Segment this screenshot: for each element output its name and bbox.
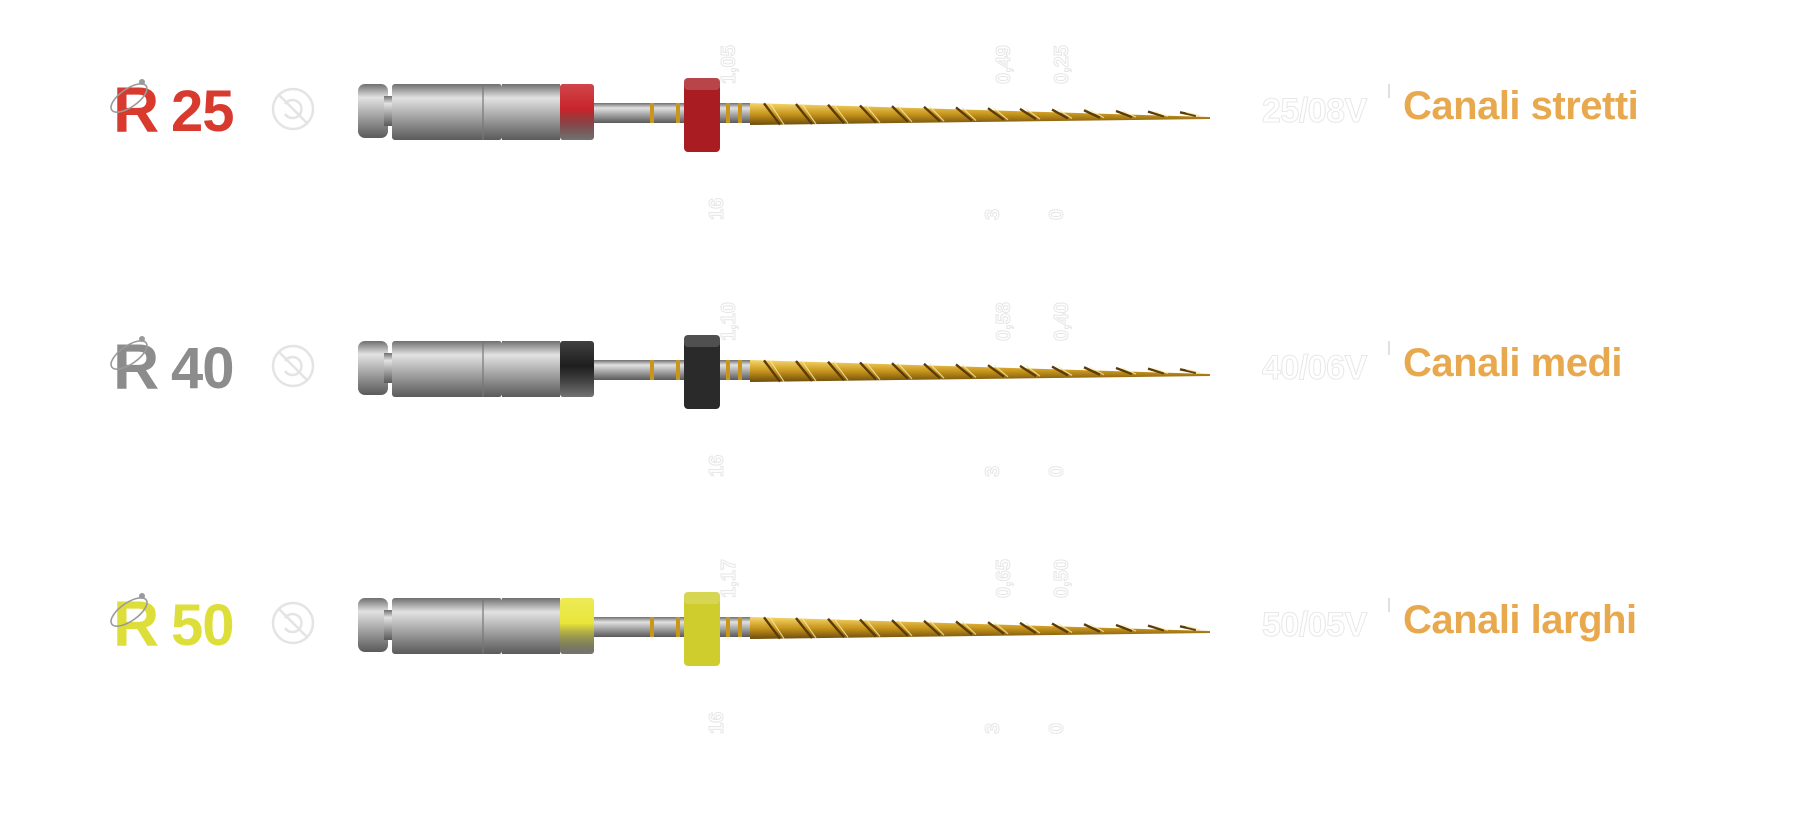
orbit-icon xyxy=(110,336,148,370)
cutting-blade xyxy=(750,103,1210,125)
logo-letter: R xyxy=(113,588,159,660)
orbit-icon xyxy=(110,593,148,627)
taper-spec: 25/08V xyxy=(1262,92,1368,131)
rubber-stop xyxy=(684,592,720,666)
canal-description: Canali stretti xyxy=(1403,84,1639,128)
file-neck xyxy=(594,103,684,123)
handle-cap xyxy=(358,84,388,138)
cutting-blade xyxy=(750,360,1210,382)
cutting-blade xyxy=(750,617,1210,639)
handle-cap xyxy=(358,341,388,395)
diameter-label: 0,25 xyxy=(1051,45,1074,85)
diameter-label: 0,65 xyxy=(993,559,1016,599)
color-ring xyxy=(560,84,594,140)
file-instrument xyxy=(358,592,1210,666)
diameter-label: 1,05 xyxy=(718,45,741,85)
length-label: 0 xyxy=(1046,722,1069,734)
diameter-label: 1,17 xyxy=(718,559,741,599)
file-neck xyxy=(594,360,684,380)
taper-spec: 50/05V xyxy=(1262,606,1368,645)
orbit-icon xyxy=(110,79,148,113)
handle-shank xyxy=(392,598,502,654)
rubber-stop xyxy=(684,335,720,409)
canal-description: Canali larghi xyxy=(1403,598,1637,642)
diameter-label: 0,58 xyxy=(993,302,1016,342)
file-neck xyxy=(594,617,684,637)
file-instrument xyxy=(358,335,1210,409)
logo-letter: R xyxy=(113,331,159,403)
canal-description: Canali medi xyxy=(1403,341,1623,385)
logo-number: 25 xyxy=(171,79,235,144)
logo-number: 40 xyxy=(171,336,235,401)
length-label: 0 xyxy=(1046,208,1069,220)
diameter-label: 0,40 xyxy=(1051,302,1074,342)
file-instrument xyxy=(358,78,1210,152)
length-label: 3 xyxy=(982,722,1005,734)
logo-number: 50 xyxy=(171,593,235,658)
length-label: 0 xyxy=(1046,465,1069,477)
no-reuse-icon xyxy=(271,601,315,645)
handle-shank xyxy=(392,84,502,140)
spec-divider xyxy=(1388,598,1390,612)
length-label: 16 xyxy=(706,454,729,477)
spec-divider xyxy=(1388,341,1390,355)
handle-shank xyxy=(392,341,502,397)
diameter-label: 0,49 xyxy=(993,45,1016,85)
handle-cap xyxy=(358,598,388,652)
rubber-stop xyxy=(684,78,720,152)
length-label: 16 xyxy=(706,197,729,220)
logo-letter: R xyxy=(113,74,159,146)
length-label: 16 xyxy=(706,711,729,734)
no-reuse-icon xyxy=(271,344,315,388)
color-ring xyxy=(560,341,594,397)
spec-divider xyxy=(1388,84,1390,98)
color-ring xyxy=(560,598,594,654)
no-reuse-icon xyxy=(271,87,315,131)
diameter-label: 0,50 xyxy=(1051,559,1074,599)
length-label: 3 xyxy=(982,465,1005,477)
diameter-label: 1,10 xyxy=(718,302,741,342)
taper-spec: 40/06V xyxy=(1262,349,1368,388)
length-label: 3 xyxy=(982,208,1005,220)
